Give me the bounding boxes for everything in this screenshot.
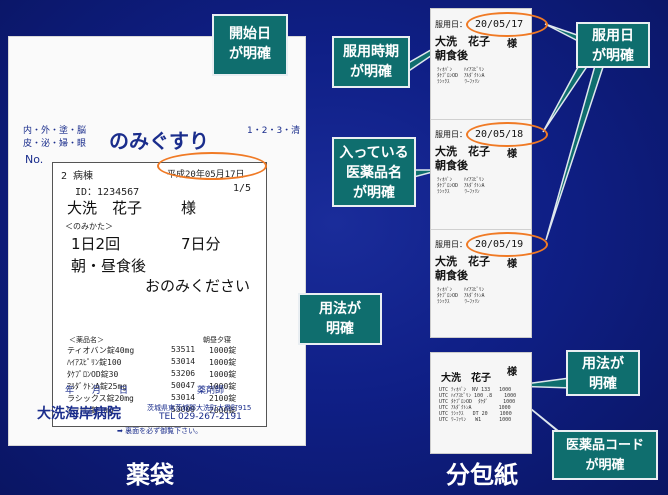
drug-row: ﾜｰﾌｧﾘﾝ錠1mg 53009 2000錠 <box>67 405 263 417</box>
how-to-label: ＜のみかた＞ <box>65 222 113 231</box>
packet-timing: 朝食後 <box>435 49 468 62</box>
page-count: 1/5 <box>233 183 252 194</box>
packet-date-label: 服用日： <box>435 130 467 139</box>
drug-row: ｱﾙﾀﾞｸﾄﾝA錠25mg 50047 1000錠 <box>67 381 263 393</box>
drug-code: 53009 <box>171 405 196 414</box>
drug-name: ラシックス錠20mg <box>67 394 134 403</box>
drug-dose: 1000錠 <box>209 358 237 367</box>
patient-id: ID：1234567 <box>75 187 140 198</box>
callout-usage-packet: 用法が 明確 <box>566 350 640 396</box>
packet-name: 大洗 花子 <box>435 35 490 48</box>
frequency: 1日2回 <box>71 235 121 253</box>
callout-drug-name: 入っている 医薬品名 が明確 <box>332 137 416 207</box>
medicine-envelope: 内・外・塗・脳 皮・泌・婦・眼 のみぐすり 1・2・3・清 No. 2 病棟 平… <box>8 36 306 446</box>
callout-drug-code: 医薬品コード が明確 <box>552 430 658 480</box>
callout-usage-bag: 用法が 明確 <box>298 293 382 345</box>
dose-header: 朝昼夕寝 <box>203 336 231 344</box>
callout-dose-date: 服用日 が明確 <box>576 22 650 68</box>
packet-date-label: 服用日： <box>435 20 467 29</box>
hospital-tel: TEL 029-267-2191 <box>159 412 242 422</box>
highlight-date-2 <box>466 122 548 147</box>
envelope-title: のみぐすり <box>109 129 209 153</box>
number-label: No. <box>25 153 44 166</box>
packet-small: 大洗 花子 様 UTC ﾃｨｵﾊﾞﾝ NV 133 1000 UTC ﾊｲｱｽﾋ… <box>430 352 532 454</box>
back-note: ➡ 裏面を必ず御覧下さい。 <box>117 427 203 435</box>
packet-honorific: 様 <box>507 259 517 270</box>
footer-date: 年 月 日 <box>65 386 129 396</box>
header-left-1: 内・外・塗・脳 <box>23 126 87 136</box>
callout-start-date: 開始日 が明確 <box>212 14 288 76</box>
drug-code: 53511 <box>171 345 196 354</box>
packet-honorific: 様 <box>507 149 517 160</box>
hospital-address: 茨城県東茨城郡大洗町大貫町915 <box>147 404 252 412</box>
drug-name: ﾀｹﾌﾟﾛﾝOD錠30 <box>67 370 119 379</box>
drug-code: 53014 <box>171 393 196 402</box>
pointer-dose-date-3 <box>545 61 605 241</box>
ward-label: 2 病棟 <box>61 171 94 182</box>
callout-timing: 服用時期 が明確 <box>332 36 410 88</box>
header-left-2: 皮・泌・婦・眼 <box>23 139 87 149</box>
packet-fineprint: ﾃｨｵﾊﾞﾝ ﾊｲｱｽﾋﾟﾘﾝ ﾀｹﾌﾟﾛﾝOD ｱﾙﾀﾞｸﾄﾝA ﾗｼｯｸｽ … <box>437 287 485 305</box>
highlight-date-1 <box>466 12 548 37</box>
footer-pharmacist: 薬剤師 <box>197 386 225 396</box>
drug-row: ﾀｹﾌﾟﾛﾝOD錠30 53206 1000錠 <box>67 369 263 381</box>
instruction: おのみください <box>145 277 251 295</box>
dosing-timing: 朝・昼食後 <box>71 257 147 275</box>
drug-name: ﾊｲｱｽﾋﾟﾘﾝ錠100 <box>67 358 122 367</box>
drug-code: 50047 <box>171 381 196 390</box>
drug-row: ﾊｲｱｽﾋﾟﾘﾝ錠100 53014 1000錠 <box>67 357 263 369</box>
drug-dose: 1000錠 <box>209 370 237 379</box>
packet-fineprint: ﾃｨｵﾊﾞﾝ ﾊｲｱｽﾋﾟﾘﾝ ﾀｹﾌﾟﾛﾝOD ｱﾙﾀﾞｸﾄﾝA ﾗｼｯｸｽ … <box>437 177 485 195</box>
drug-row: ティオバン錠40mg 53511 1000錠 <box>67 345 263 357</box>
packet-timing: 朝食後 <box>435 159 468 172</box>
packet-small-honorific: 様 <box>507 367 517 378</box>
drug-row: ラシックス錠20mg 53014 2100錠 <box>67 393 263 405</box>
packet-fineprint: ﾃｨｵﾊﾞﾝ ﾊｲｱｽﾋﾟﾘﾝ ﾀｹﾌﾟﾛﾝOD ｱﾙﾀﾞｸﾄﾝA ﾗｼｯｸｽ … <box>437 67 485 85</box>
prescription-label: 2 病棟 平成20年05月17日 ID：1234567 1/5 大洗 花子 様 … <box>52 162 267 427</box>
packet-small-fineprint: UTC ﾃｨｵﾊﾞﾝ NV 133 1000 UTC ﾊｲｱｽﾋﾟﾘﾝ 100 … <box>439 387 517 423</box>
packet-honorific: 様 <box>507 39 517 50</box>
highlight-start-date <box>157 152 267 180</box>
packet-small-name: 大洗 花子 <box>441 373 491 384</box>
caption-packet: 分包紙 <box>446 461 518 489</box>
honorific: 様 <box>181 199 197 217</box>
drug-dose: 2100錠 <box>209 394 237 403</box>
drug-dose: 2000錠 <box>209 406 237 415</box>
drug-dose: 1000錠 <box>209 346 237 355</box>
drug-code: 53206 <box>171 369 196 378</box>
hospital-name: 大洗海岸病院 <box>37 406 121 422</box>
drug-name: ティオバン錠40mg <box>67 346 135 355</box>
header-right: 1・2・3・清 <box>247 126 301 136</box>
packet-name: 大洗 花子 <box>435 145 490 158</box>
packet-date-label: 服用日： <box>435 240 467 249</box>
patient-name: 大洗 花子 <box>67 199 143 217</box>
drug-header: ＜薬品名＞ <box>69 336 104 344</box>
highlight-date-3 <box>466 232 548 257</box>
drug-list: ティオバン錠40mg 53511 1000錠 ﾊｲｱｽﾋﾟﾘﾝ錠100 53014 100… <box>67 345 263 417</box>
days-supply: 7日分 <box>181 235 221 253</box>
drug-name: ﾜｰﾌｧﾘﾝ錠1mg <box>67 406 114 415</box>
drug-name: ｱﾙﾀﾞｸﾄﾝA錠25mg <box>67 382 128 391</box>
drug-code: 53014 <box>171 357 196 366</box>
caption-envelope: 薬袋 <box>126 461 174 489</box>
drug-dose: 1000錠 <box>209 382 237 391</box>
packet-timing: 朝食後 <box>435 269 468 282</box>
packet-name: 大洗 花子 <box>435 255 490 268</box>
